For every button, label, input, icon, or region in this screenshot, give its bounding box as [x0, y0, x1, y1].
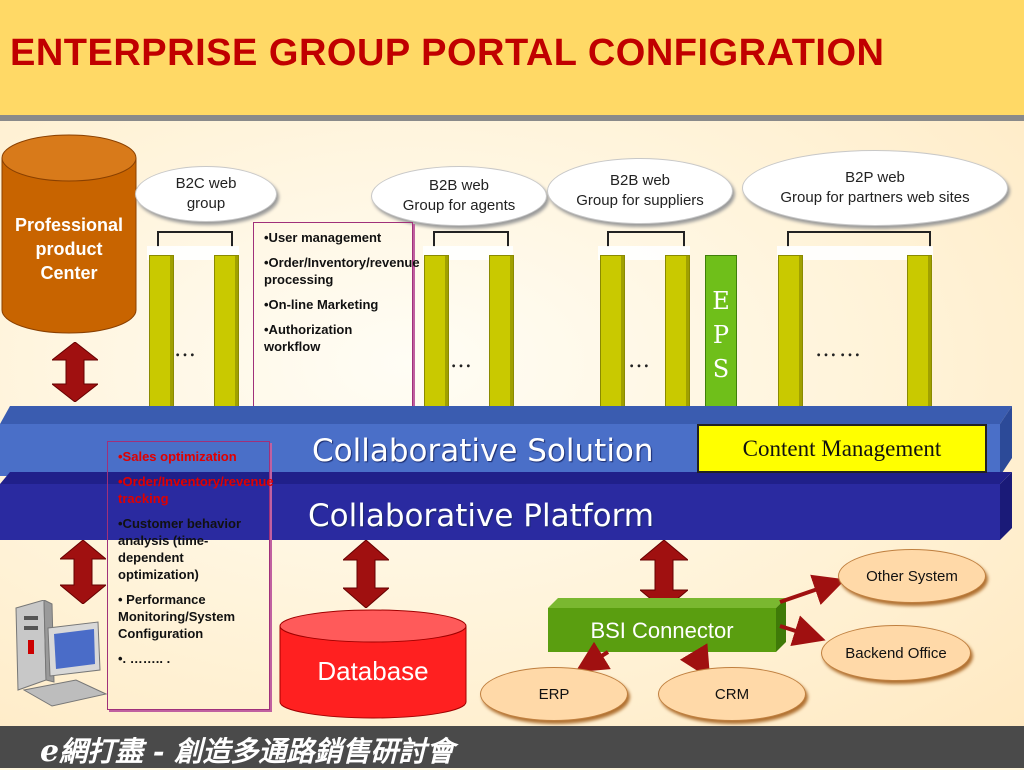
b2c-line1: B2C web: [175, 175, 237, 192]
crm-oval: CRM: [658, 667, 806, 721]
double-arrow-bsi: [640, 540, 688, 610]
feature-item: •Authorization workflow: [264, 322, 353, 354]
b2p-line2: Group for partners web sites: [780, 189, 970, 206]
footer-band: e網打盡 - 創造多通路銷售研討會: [0, 726, 1024, 770]
feature-item: •Order/Inventory/revenue processing: [264, 255, 420, 287]
b2p-line1: B2P web: [845, 169, 905, 186]
bsi-connector-shape: [548, 598, 786, 652]
pillar: [424, 255, 449, 429]
other-system-label: Other System: [866, 567, 958, 585]
cap-b2p: [777, 246, 933, 260]
content-management-box: Content Management: [697, 424, 987, 473]
b2c-group-bubble: B2C web group: [135, 166, 277, 222]
feature-item: •User management: [264, 230, 382, 245]
pillar: [489, 255, 514, 429]
erp-oval: ERP: [480, 667, 628, 721]
platform-band-shape: [0, 472, 1012, 540]
double-arrow-computer: [60, 540, 106, 604]
ellipsis-b2c: …: [174, 337, 198, 362]
b2p-bubble: B2P web Group for partners web sites: [742, 150, 1008, 226]
content-management-label: Content Management: [742, 435, 942, 461]
feature-item: •Customer behavior analysis (time- depen…: [118, 516, 242, 582]
b2b-agents-bubble: B2B web Group for agents: [371, 166, 547, 226]
b2b-suppliers-bubble: B2B web Group for suppliers: [547, 158, 733, 224]
computer-icon: [6, 599, 110, 715]
center-label-line2: product: [35, 239, 103, 259]
collaborative-platform-band: Collaborative Platform: [0, 472, 1024, 540]
pillar: [665, 255, 690, 429]
feature-item: •On-line Marketing: [264, 297, 379, 312]
page-title: ENTERPRISE GROUP PORTAL CONFIGRATION: [10, 32, 885, 74]
eps-letter-e: E: [712, 287, 730, 315]
database-cylinder: Database: [278, 608, 468, 720]
feature-item: • Performance Monitoring/System Configur…: [118, 592, 236, 641]
eps-letter-p: P: [712, 321, 730, 349]
pillar: [778, 255, 803, 429]
feature-item-red: •Sales optimization: [118, 449, 237, 464]
ellipsis-b2b-suppliers: …: [628, 348, 652, 373]
eps-letter-s: S: [712, 355, 730, 383]
divider: [0, 115, 1024, 121]
bsi-connector-label: BSI Connector: [590, 618, 734, 643]
title-band: ENTERPRISE GROUP PORTAL CONFIGRATION: [0, 0, 1024, 118]
b2b-agents-line1: B2B web: [428, 177, 490, 194]
erp-label: ERP: [538, 685, 570, 703]
feature-item: •. …….. .: [118, 651, 171, 666]
double-arrow-database: [343, 540, 389, 608]
b2b-suppliers-line1: B2B web: [609, 172, 671, 189]
bracket-b2b-agents: [433, 231, 509, 247]
bracket-b2c: [157, 231, 233, 247]
platform-label: Collaborative Platform: [308, 498, 654, 534]
backend-office-label: Backend Office: [845, 644, 947, 662]
center-label-line1: Professional: [14, 215, 124, 235]
b2b-suppliers-line2: Group for suppliers: [576, 192, 704, 209]
backend-office-oval: Backend Office: [821, 625, 971, 681]
double-arrow-center: [52, 342, 98, 402]
b2c-line2: group: [186, 195, 226, 212]
other-system-oval: Other System: [838, 549, 986, 603]
feature-list-bottom: •Sales optimization •Order/Inventory/rev…: [107, 441, 274, 710]
b2b-agents-line2: Group for agents: [402, 197, 516, 214]
pillar: [214, 255, 239, 429]
solution-label: Collaborative Solution: [312, 433, 654, 469]
pillar: [600, 255, 625, 429]
pillar: [907, 255, 932, 429]
database-label: Database: [317, 656, 429, 686]
database-shape: [279, 609, 467, 719]
bracket-b2b-suppliers: [607, 231, 685, 247]
pillar: [149, 255, 174, 429]
center-label-line3: Center: [40, 263, 98, 283]
bracket-b2p: [787, 231, 931, 247]
footer-text: e網打盡 - 創造多通路銷售研討會: [40, 730, 454, 770]
cylinder-shape: [1, 134, 137, 334]
crm-label: CRM: [714, 685, 750, 703]
bsi-connector: BSI Connector: [548, 598, 788, 652]
eps-pillar: E P S: [705, 255, 737, 427]
ellipsis-b2p: ……: [815, 337, 863, 362]
footer-caption: 網打盡 - 創造多通路銷售研討會: [59, 735, 455, 768]
feature-item-red: •Order/Inventory/revenue tracking: [118, 474, 274, 506]
feature-list-top: •User management •Order/Inventory/revenu…: [253, 222, 420, 411]
professional-product-center: Professional product Center: [0, 133, 138, 335]
footer-e: e: [40, 734, 60, 769]
ellipsis-b2b-agents: …: [450, 348, 474, 373]
